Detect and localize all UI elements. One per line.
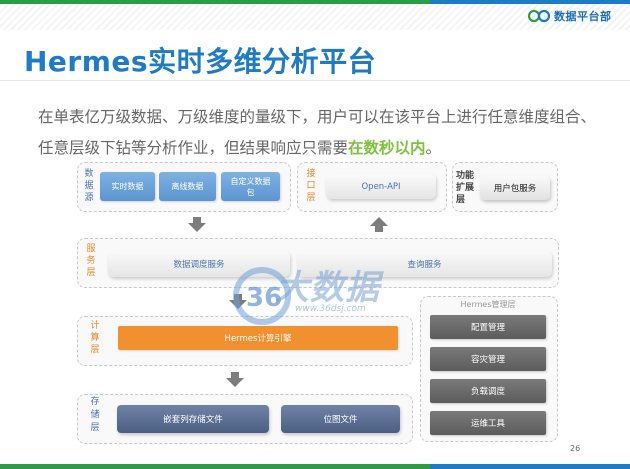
interface-label: 接口层 (306, 169, 316, 203)
brand-logo: 数据平台部 (528, 8, 612, 24)
watermark-url: www.36dsj.com (295, 304, 366, 314)
compute-label: 计算层 (90, 321, 100, 355)
arrow-down-icon (188, 217, 206, 232)
top-bar-accent (430, 0, 630, 4)
service-label: 服务层 (86, 244, 96, 278)
config-management-box: 配置管理 (430, 315, 546, 339)
bottom-bar-accent (430, 464, 630, 469)
custom-data-package-box: 自定义数据包 (221, 172, 280, 201)
arrow-down-icon (226, 372, 244, 387)
open-api-box: Open-API (326, 174, 436, 199)
data-scheduling-service-box: 数据调度服务 (108, 251, 290, 277)
intro-paragraph: 在单表亿万级数据、万级维度的量级下，用户可以在该平台上进行任意维度组合、任意层级… (38, 102, 598, 164)
user-package-service-box: 用户包服务 (480, 176, 550, 200)
slide-title: Hermes实时多维分析平台 (24, 45, 377, 78)
intro-text: 在单表亿万级数据、万级维度的量级下，用户可以在该平台上进行任意维度组合、任意层级… (38, 108, 597, 157)
storage-label: 存储层 (90, 397, 100, 433)
query-service-box: 查询服务 (297, 251, 552, 277)
intro-highlight: 在数秒以内 (348, 139, 426, 157)
extension-label: 功能扩展层 (456, 171, 475, 205)
top-bar (0, 0, 630, 4)
hermes-engine-box: Hermes计算引擎 (118, 326, 398, 350)
data-source-label: 数据源 (84, 169, 94, 203)
logo-text: 数据平台部 (554, 10, 612, 23)
header-stripe (0, 4, 630, 30)
bitmap-file-box: 位图文件 (281, 405, 400, 433)
manager-title: Hermes管理层 (460, 300, 516, 309)
intro-text-end: 。 (425, 139, 442, 157)
disaster-recovery-box: 容灾管理 (430, 347, 546, 371)
offline-data-box: 离线数据 (159, 172, 216, 201)
bottom-bar (0, 464, 630, 469)
ops-tools-box: 运维工具 (430, 411, 546, 435)
watermark-text: 大数据 (275, 268, 380, 308)
infinity-logo-icon (528, 9, 550, 23)
page-number: 26 (570, 444, 581, 453)
arrow-down-icon (229, 294, 247, 309)
realtime-data-box: 实时数据 (100, 172, 155, 201)
nested-column-storage-box: 嵌套列存储文件 (117, 405, 269, 433)
arrow-up-icon (370, 217, 388, 232)
title-divider (0, 80, 630, 81)
load-scheduling-box: 负载调度 (430, 379, 546, 403)
